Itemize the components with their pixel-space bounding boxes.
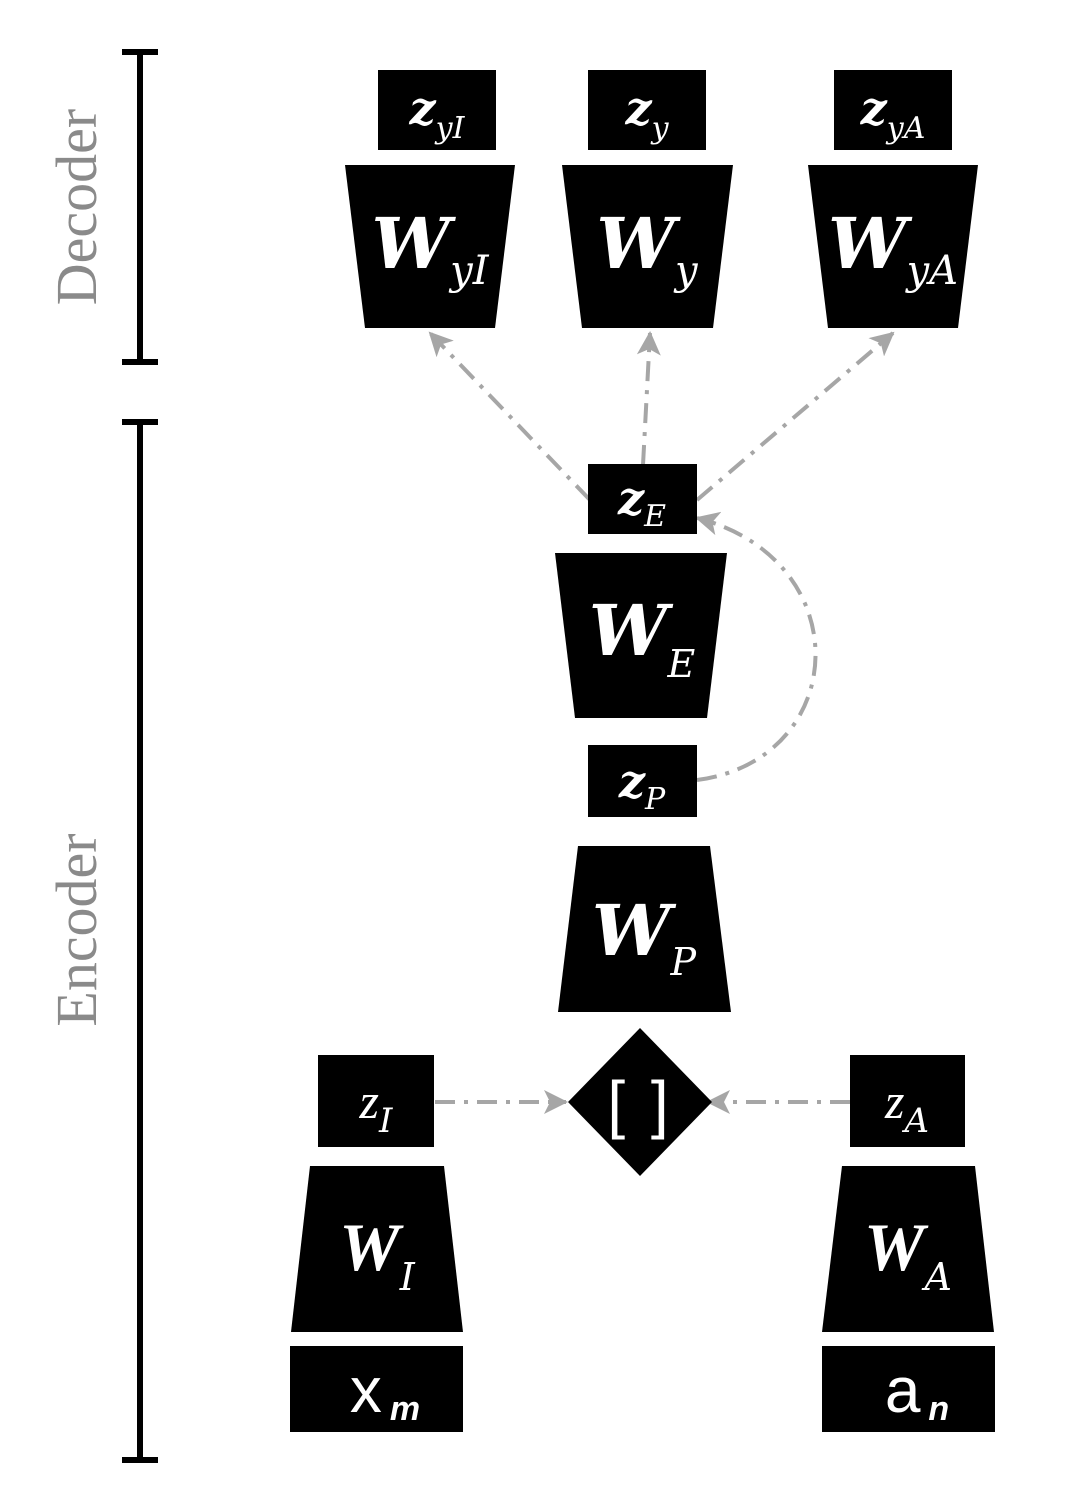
W-E-sub: E (666, 642, 695, 686)
svg-text:WE: WE (589, 589, 696, 686)
z-y-box: zy (588, 70, 706, 150)
z-yA-main: z (860, 81, 888, 135)
W-P-main: W (592, 889, 677, 972)
svg-text:zy: zy (624, 81, 669, 146)
z-yI-box: zyI (378, 70, 496, 150)
z-A-box: zA (850, 1055, 965, 1147)
svg-text:an: an (885, 1354, 949, 1428)
W-yI-sub: yI (448, 248, 490, 294)
decoder-label: Decoder (44, 109, 109, 305)
W-I-main: W (339, 1209, 404, 1285)
z-yI-sub: yI (434, 111, 466, 146)
W-yI-main: W (371, 202, 456, 285)
svg-text:WP: WP (592, 889, 698, 984)
z-P-box: zP (588, 745, 697, 817)
arrow-zE-to-WyI (428, 331, 592, 502)
decoder-bracket (122, 49, 158, 365)
encoder-label: Encoder (44, 833, 109, 1026)
z-y-main: z (624, 81, 652, 135)
z-E-main: z (617, 471, 645, 525)
svg-text:zA: zA (884, 1073, 929, 1141)
svg-text:WyA: WyA (828, 202, 958, 294)
concat-diamond: [ ] (568, 1028, 712, 1176)
svg-text:zP: zP (618, 754, 666, 817)
svg-text:xm: xm (350, 1354, 420, 1428)
concat-symbol: [ ] (607, 1068, 672, 1140)
W-yA-sub: yA (905, 248, 958, 294)
svg-text:zE: zE (617, 471, 666, 534)
W-E-block: WE (555, 553, 727, 718)
svg-text:Wy: Wy (596, 202, 699, 294)
W-P-sub: P (670, 940, 698, 984)
arrow-zP-to-zE (695, 511, 818, 782)
z-yA-sub: yA (885, 111, 926, 146)
connections (428, 331, 895, 1114)
arrow-zE-to-Wy (636, 331, 661, 466)
W-y-block: Wy (562, 165, 733, 328)
W-yA-main: W (828, 202, 913, 285)
z-y-sub: y (650, 111, 670, 146)
a-n-sub: n (928, 1390, 949, 1428)
W-y-main: W (596, 202, 681, 285)
svg-text:zyA: zyA (860, 81, 926, 146)
z-yA-box: zyA (834, 70, 952, 150)
W-yA-block: WyA (808, 165, 978, 328)
W-A-block: WA (822, 1166, 994, 1332)
z-A-main: z (884, 1073, 904, 1129)
W-I-block: WI (291, 1166, 463, 1332)
W-A-sub: A (922, 1255, 952, 1299)
svg-text:zyI: zyI (409, 81, 466, 146)
z-A-sub: A (901, 1101, 929, 1141)
z-I-sub: I (378, 1101, 393, 1141)
x-m-main: x (350, 1354, 382, 1426)
z-P-sub: P (644, 782, 666, 817)
a-n-main: a (885, 1354, 921, 1426)
svg-text:WyI: WyI (371, 202, 489, 294)
W-A-main: W (864, 1209, 929, 1285)
svg-text:WA: WA (864, 1209, 952, 1299)
z-yI-main: z (409, 81, 437, 135)
W-I-sub: I (399, 1255, 416, 1299)
W-P-block: WP (558, 846, 731, 1012)
W-y-sub: y (673, 248, 699, 294)
z-E-box: zE (588, 464, 697, 534)
encoder-bracket (122, 419, 158, 1463)
arrow-zE-to-WyA (695, 331, 895, 502)
svg-text:WI: WI (339, 1209, 415, 1299)
z-P-main: z (618, 754, 646, 808)
W-E-main: W (589, 589, 674, 672)
W-yI-block: WyI (345, 165, 515, 328)
x-m-sub: m (390, 1390, 420, 1428)
z-I-box: zI (318, 1055, 434, 1147)
svg-text:zI: zI (359, 1073, 393, 1141)
z-I-main: z (359, 1073, 379, 1129)
z-E-sub: E (643, 499, 666, 534)
